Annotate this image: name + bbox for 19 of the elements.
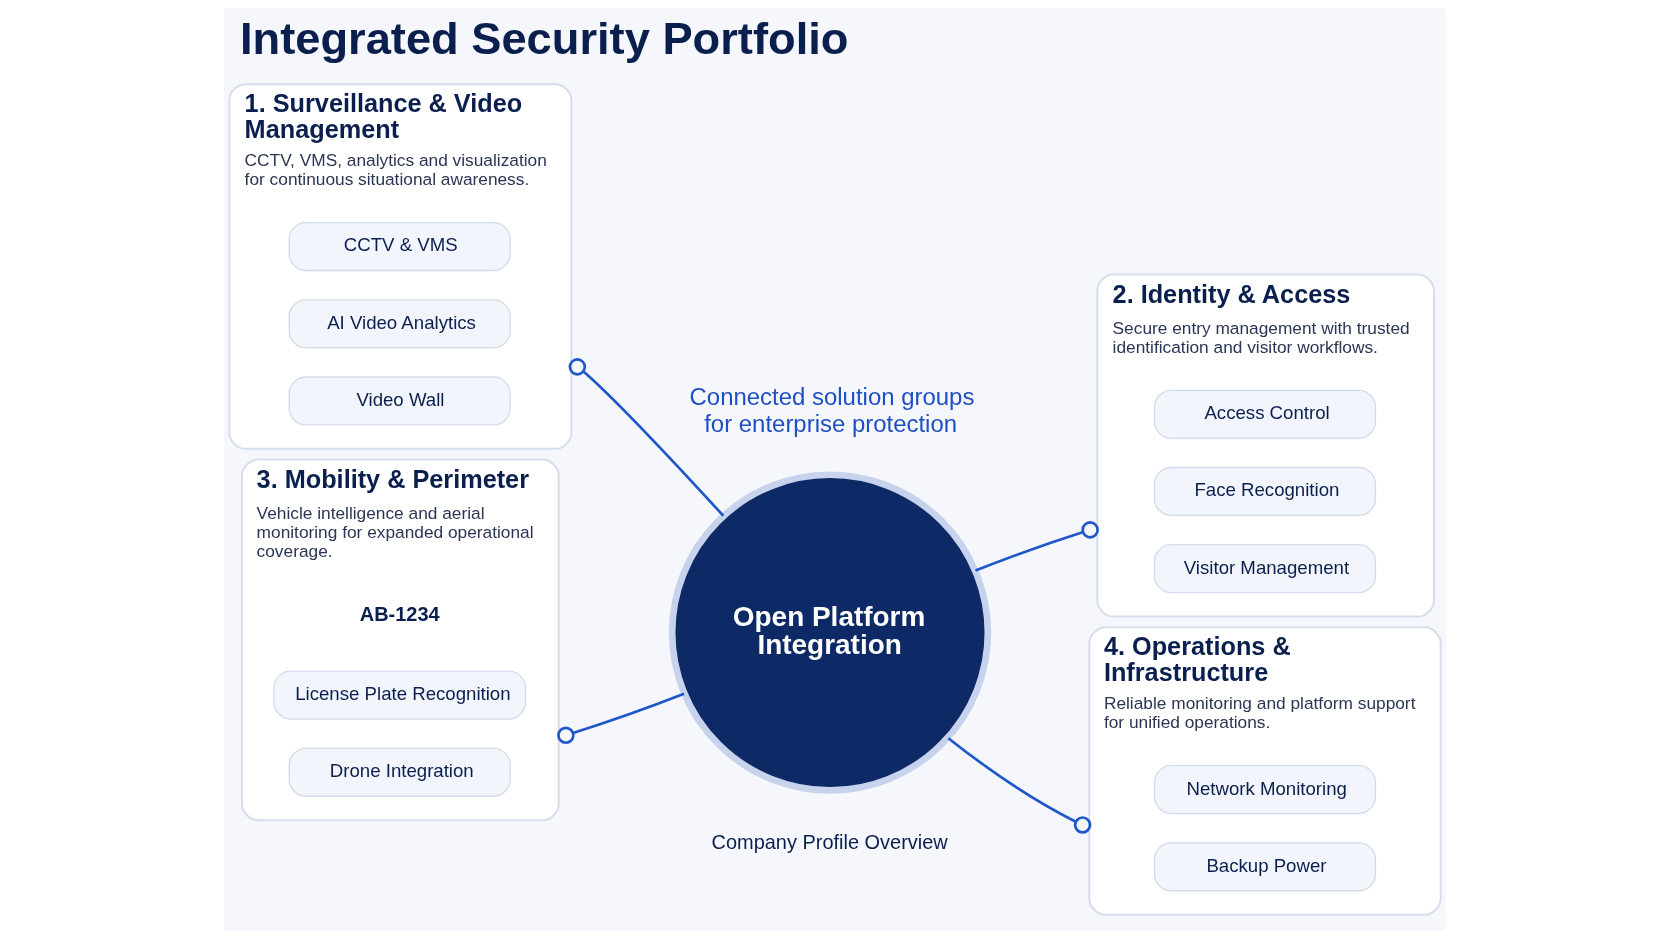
node-box: Access Control	[1153, 389, 1377, 439]
diagram-title: Integrated Security Portfolio	[239, 12, 849, 64]
node-box: Video Wall	[288, 376, 511, 426]
node-box: Network Monitoring	[1153, 765, 1377, 815]
connector	[975, 521, 1099, 572]
node-box: Drone Integration	[288, 747, 511, 797]
node-box: Backup Power	[1153, 842, 1377, 892]
node-box: Face Recognition	[1153, 466, 1377, 517]
node-box: CCTV & VMS	[288, 221, 511, 272]
label: Company Profile Overview	[711, 830, 948, 853]
connector	[568, 358, 725, 517]
node-box: License Plate Recognition	[273, 670, 527, 720]
node-box: Visitor Management	[1153, 544, 1377, 594]
connector	[557, 692, 685, 745]
label: AB-1234	[359, 603, 440, 626]
node-box: AI Video Analytics	[288, 299, 511, 349]
connector	[947, 737, 1092, 834]
label: Connected solution groups for enterprise protection	[689, 383, 975, 438]
node-circle: Open Platform Integration	[668, 471, 992, 794]
